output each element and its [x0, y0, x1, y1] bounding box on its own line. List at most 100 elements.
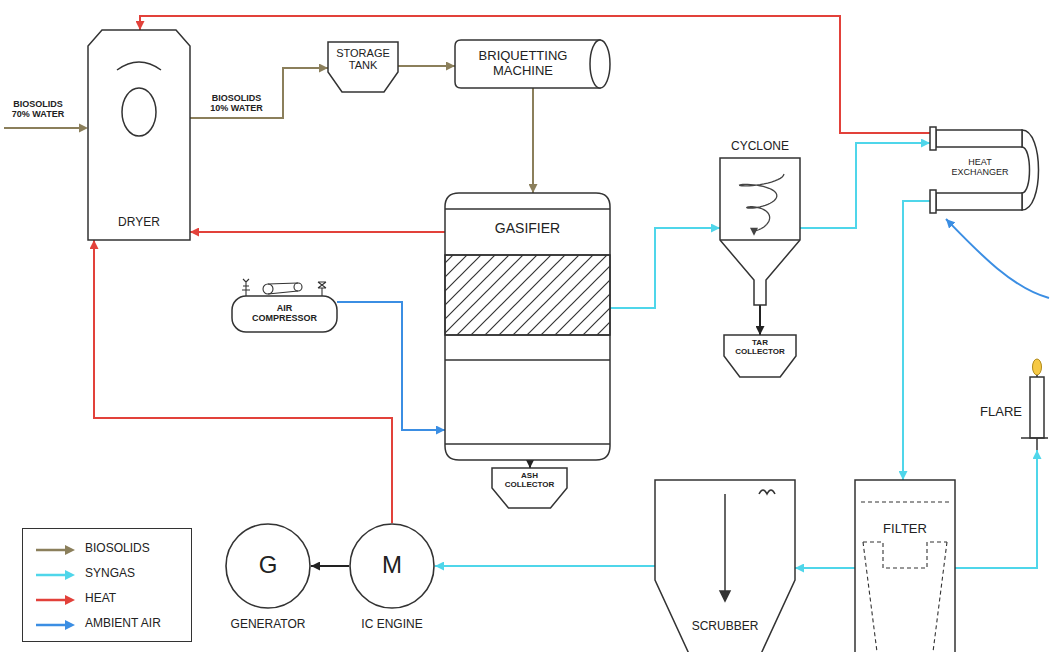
- shape-outline: [445, 193, 610, 460]
- generator: GGENERATOR: [225, 523, 311, 609]
- filter-unit-outline: [855, 480, 955, 652]
- machine-circle: [226, 524, 310, 608]
- flow-connector: [955, 450, 1037, 568]
- flow-connector: [435, 565, 655, 567]
- air-compressor: AIR COMPRESSOR: [232, 296, 337, 332]
- legend-label: HEAT: [85, 592, 116, 605]
- flow-connector: [94, 240, 392, 523]
- node-label: CYCLONE: [720, 140, 800, 153]
- legend-swatch: [35, 595, 75, 605]
- flow-connector: [759, 305, 761, 335]
- drum-symbol: [122, 88, 156, 136]
- flow-connector: [337, 302, 445, 430]
- legend-item: AMBIENT AIR: [23, 617, 191, 633]
- tube-flange: [930, 190, 936, 213]
- vortex-spiral: [740, 174, 784, 231]
- exchanger-tube: [936, 130, 1022, 147]
- legend-swatch: [35, 545, 75, 555]
- node-caption: IC ENGINE: [332, 618, 452, 631]
- flow-connector: [795, 567, 855, 569]
- node-caption: GENERATOR: [208, 618, 328, 631]
- flow-connector: [529, 460, 531, 468]
- shape-outline: [1021, 438, 1048, 450]
- shape-outline: [1022, 130, 1039, 210]
- stream-label: BIOSOLIDS 70% WATER: [6, 99, 70, 119]
- legend-label: AMBIENT AIR: [85, 617, 161, 630]
- cyclone-separator: CYCLONE: [720, 140, 800, 305]
- spray-arrowhead: [720, 591, 730, 601]
- ic-engine: MIC ENGINE: [349, 523, 435, 609]
- flare-stack-outline: [975, 355, 1048, 450]
- shape-outline: [492, 468, 567, 508]
- legend-swatch: [35, 570, 75, 580]
- compressor-icons: [242, 279, 326, 296]
- shape-outline: [724, 335, 796, 377]
- flow-connector: [190, 231, 445, 233]
- dryer-unit: DRYER: [88, 30, 190, 240]
- ash-collector: ASH COLLECTOR: [492, 468, 567, 508]
- filter-unit: FILTER: [855, 480, 955, 652]
- gasifier-vessel: GASIFIER: [445, 193, 610, 460]
- node-label: DRYER: [88, 216, 190, 229]
- ambient-air-line: [946, 219, 1049, 298]
- shape-outline: [88, 30, 190, 240]
- cylinder-end: [590, 40, 610, 88]
- vessel-section-line: [445, 334, 610, 336]
- tube-flange: [930, 127, 936, 150]
- spray-arrow: [724, 494, 726, 592]
- dryer-unit-outline: [88, 30, 190, 240]
- tar-collector: TAR COLLECTOR: [724, 335, 796, 377]
- shape-outline: [328, 42, 398, 92]
- legend-label: BIOSOLIDS: [85, 542, 150, 555]
- scrubber-unit: SCRUBBER: [655, 480, 795, 652]
- legend-item: SYNGAS: [23, 567, 191, 583]
- flare-stack: FLARE: [975, 355, 1048, 450]
- shape-outline: [455, 40, 600, 88]
- node-label: FLARE: [975, 405, 1027, 420]
- spray-nozzle: [759, 490, 775, 494]
- flow-connector: [610, 228, 720, 308]
- reaction-bed: [445, 255, 610, 335]
- heat-exchanger: HEAT EXCHANGER: [930, 125, 1042, 220]
- flare-flame: [1033, 359, 1042, 375]
- flow-connector: [398, 65, 455, 67]
- vessel-section-line: [445, 208, 610, 210]
- legend-label: SYNGAS: [85, 567, 135, 580]
- cone-joint: [720, 239, 800, 241]
- shape-outline: [655, 480, 795, 652]
- feed-arrowhead: [79, 124, 88, 133]
- node-label: TAR COLLECTOR: [731, 339, 789, 357]
- node-label: ASH COLLECTOR: [501, 472, 559, 490]
- flow-connector: [311, 565, 349, 567]
- shape-outline: [117, 62, 161, 70]
- exchanger-tube: [936, 193, 1022, 210]
- flow-connector: [190, 68, 328, 118]
- vessel-section-line: [445, 254, 610, 256]
- node-label: M: [349, 552, 435, 579]
- node-label: GASIFIER: [445, 221, 610, 237]
- node-label: SCRUBBER: [680, 620, 770, 633]
- node-label: FILTER: [855, 522, 955, 537]
- node-label: AIR COMPRESSOR: [245, 303, 325, 323]
- flow-connector: [532, 88, 534, 193]
- vessel-section-line: [445, 359, 610, 361]
- feed-line: [4, 127, 80, 129]
- filter-housing: [855, 480, 955, 652]
- node-label: STORAGE TANK: [330, 47, 396, 72]
- cyclone-separator-outline: [720, 140, 800, 305]
- legend-item: HEAT: [23, 592, 191, 608]
- node-label: HEAT EXCHANGER: [944, 157, 1016, 177]
- machine-circle: [350, 524, 434, 608]
- vortex-arrowhead: [750, 228, 758, 236]
- legend-item: BIOSOLIDS: [23, 542, 191, 558]
- flow-connector: [800, 143, 930, 228]
- flow-connector: [903, 201, 930, 480]
- node-label: BRIQUETTING MACHINE: [463, 49, 583, 78]
- flare-candle: [1030, 377, 1044, 438]
- stream-label: BIOSOLIDS 10% WATER: [205, 93, 269, 113]
- legend-box: BIOSOLIDS SYNGAS HEAT AMBIENT AIR: [22, 528, 192, 642]
- legend-swatch: [35, 620, 75, 630]
- compressor-tank: [232, 296, 337, 332]
- shape-outline: [720, 158, 800, 305]
